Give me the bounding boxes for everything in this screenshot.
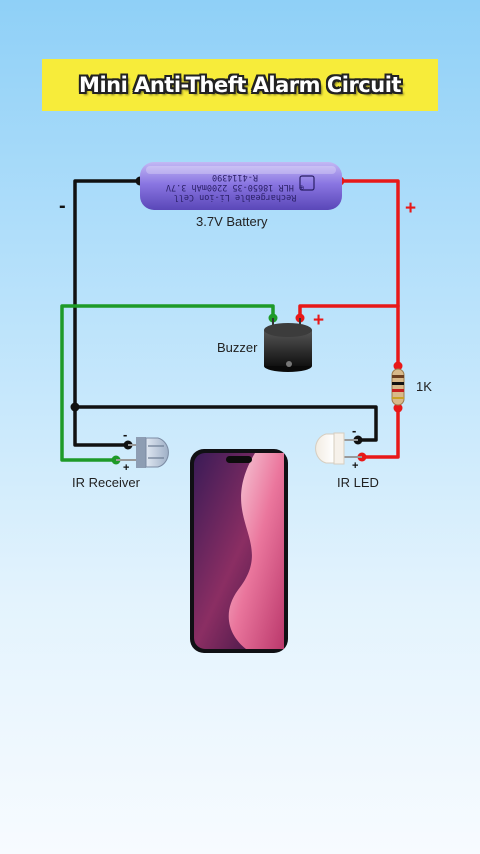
wire-positive-battery (338, 179, 400, 368)
battery-negative-sign: - (59, 195, 66, 217)
resistor-1k (391, 368, 405, 406)
receiver-positive-sign: + (123, 462, 130, 474)
buzzer-component (264, 318, 312, 372)
smartphone-image (190, 449, 288, 653)
ir-led-emitter (315, 432, 362, 465)
wire-negative-battery-to-receiver (73, 179, 142, 447)
buzzer-label: Buzzer (217, 340, 258, 355)
battery-positive-sign: + (405, 198, 417, 219)
ir-led-label: IR LED (337, 475, 379, 490)
led-positive-sign: + (352, 460, 359, 472)
battery-label: 3.7V Battery (196, 214, 268, 229)
wire-negative-cross (73, 405, 378, 442)
ir-receiver-led (116, 437, 169, 468)
title-banner: Mini Anti-Theft Alarm Circuit (42, 59, 438, 111)
buzzer-positive-sign: + (313, 310, 325, 331)
resistor-label: 1K (416, 379, 432, 394)
page-title: Mini Anti-Theft Alarm Circuit (79, 73, 401, 97)
battery-cell: Rechargeable Li-ion Cell ⊕ HLR 18650-35 … (140, 162, 342, 210)
wire-signal-receiver-to-buzzer (60, 304, 275, 462)
wire-positive-led (360, 406, 400, 459)
receiver-negative-sign: - (123, 427, 128, 442)
battery-print-line1: Rechargeable Li-ion Cell (174, 192, 297, 202)
battery-print-line3: R-4114390 (212, 172, 258, 182)
battery-print-line2: ⊕ HLR 18650-35 2200mAh 3.7V (166, 182, 304, 192)
ir-receiver-label: IR Receiver (72, 475, 140, 490)
led-negative-sign: - (352, 423, 357, 438)
